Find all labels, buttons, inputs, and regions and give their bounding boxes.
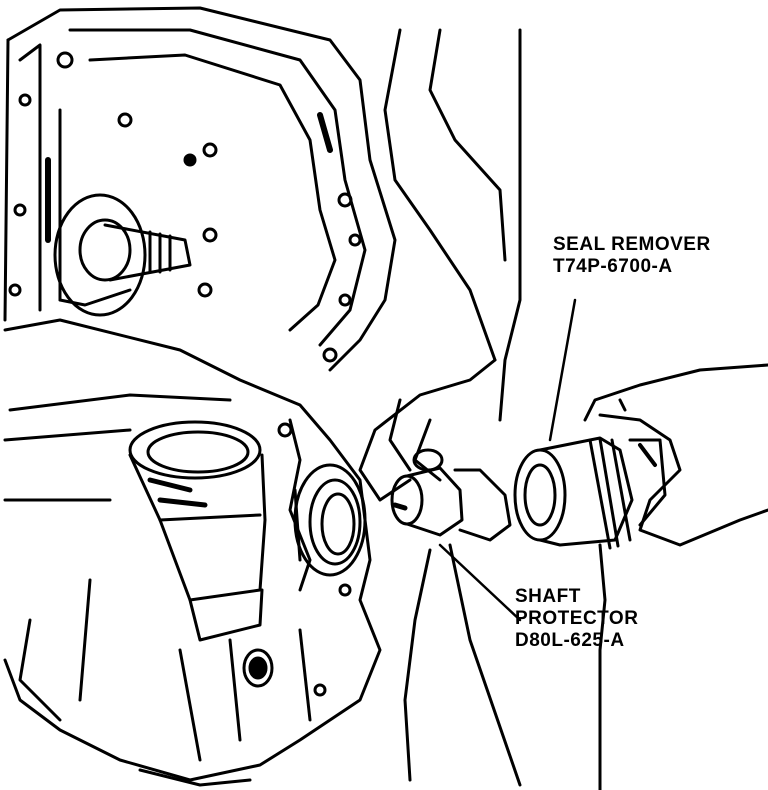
seal-remover-tool	[513, 436, 667, 550]
seal-remover-name: SEAL REMOVER	[553, 234, 711, 255]
seal-remover-leader	[548, 298, 577, 442]
shaft-protector-label: SHAFT PROTECTOR D80L-625-A	[515, 586, 638, 652]
extension-housing	[3, 318, 382, 787]
transmission-housing-upper	[3, 6, 397, 372]
seal-remover-label: SEAL REMOVER T74P-6700-A	[553, 234, 711, 278]
shaft-protector-tool	[390, 466, 464, 537]
hand-left	[358, 28, 522, 787]
seal-remover-part-number: T74P-6700-A	[553, 256, 673, 277]
hand-right	[583, 363, 768, 790]
shaft-protector-part-number: D80L-625-A	[515, 630, 625, 651]
shaft-protector-name-line1: SHAFT	[515, 586, 581, 607]
shaft-protector-leader	[438, 543, 522, 622]
leader-lines	[438, 298, 577, 622]
shaft-protector-name-line2: PROTECTOR	[515, 608, 639, 629]
